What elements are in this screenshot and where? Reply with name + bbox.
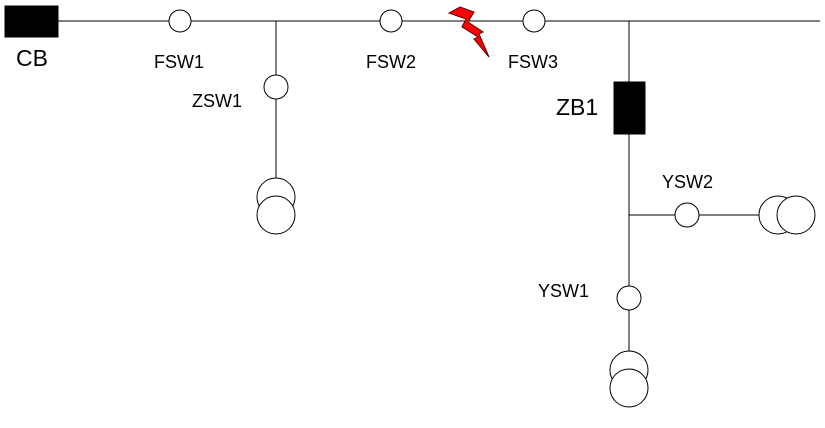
fsw2-label: FSW2 (366, 52, 416, 72)
zb1-breaker[interactable] (613, 81, 646, 135)
fsw1-switch[interactable] (168, 9, 192, 33)
zb1-label: ZB1 (556, 94, 598, 120)
fsw2-switch[interactable] (379, 9, 403, 33)
fsw3-switch[interactable] (522, 9, 546, 33)
ysw2-transformer-icon (758, 195, 816, 235)
zsw1-transformer-icon (256, 177, 296, 235)
cb-label: CB (16, 45, 48, 71)
fsw1-label: FSW1 (154, 52, 204, 72)
ysw2-label: YSW2 (662, 172, 713, 192)
ysw1-switch[interactable] (616, 285, 642, 311)
fsw3-label: FSW3 (508, 52, 558, 72)
zsw1-label: ZSW1 (192, 91, 242, 111)
cb-breaker[interactable] (4, 5, 59, 38)
ysw1-transformer-icon (609, 350, 649, 408)
ysw2-switch[interactable] (674, 202, 700, 228)
ysw1-label: YSW1 (538, 281, 589, 301)
fault-lightning-icon (447, 6, 490, 58)
zsw1-switch[interactable] (263, 74, 289, 100)
